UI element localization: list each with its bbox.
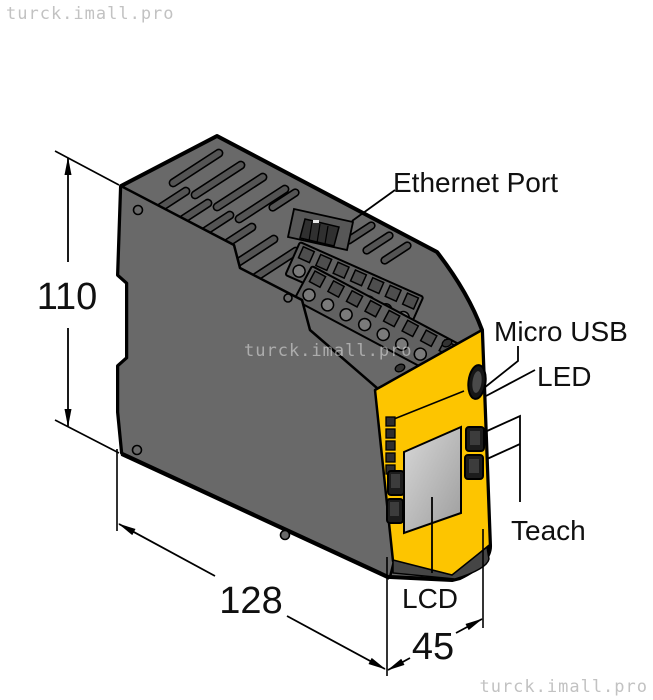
teach-label: Teach (511, 515, 586, 546)
mounting-foot (392, 545, 490, 580)
watermark-top-left: turck.imall.pro (6, 4, 175, 24)
watermark-bottom-right: turck.imall.pro (479, 677, 648, 697)
height-value: 110 (37, 276, 98, 318)
ethernet-leader (351, 189, 396, 222)
screw (394, 363, 406, 373)
side-panel (116, 184, 396, 579)
micro-usb-port (467, 364, 487, 400)
depth-value: 45 (412, 626, 454, 668)
width-value: 128 (219, 580, 282, 622)
teach-buttons (464, 426, 485, 480)
front-panel (373, 328, 492, 578)
rivet (131, 444, 143, 456)
rivet (279, 529, 291, 541)
led-label: LED (537, 361, 591, 392)
rivet (283, 293, 293, 303)
teach-leader-2 (486, 443, 521, 460)
annotations: 110 128 45 (37, 150, 628, 676)
ethernet-pins (313, 220, 319, 223)
led-leader (485, 369, 536, 397)
screw (441, 338, 453, 348)
left-buttons (386, 470, 405, 524)
width-dimension: 128 (116, 449, 386, 670)
status-leds (385, 416, 396, 475)
ethernet-port (286, 207, 355, 252)
teach-leader (486, 414, 521, 502)
micro-usb-leader (483, 346, 519, 389)
height-dimension: 110 (37, 150, 120, 454)
ethernet-port-label: Ethernet Port (393, 167, 558, 198)
watermark-center: turck.imall.pro (244, 341, 413, 361)
lcd-label: LCD (402, 583, 458, 614)
depth-dimension: 45 (386, 529, 484, 676)
panel-seam (388, 390, 465, 422)
rivet (132, 204, 144, 216)
micro-usb-label: Micro USB (494, 316, 628, 347)
